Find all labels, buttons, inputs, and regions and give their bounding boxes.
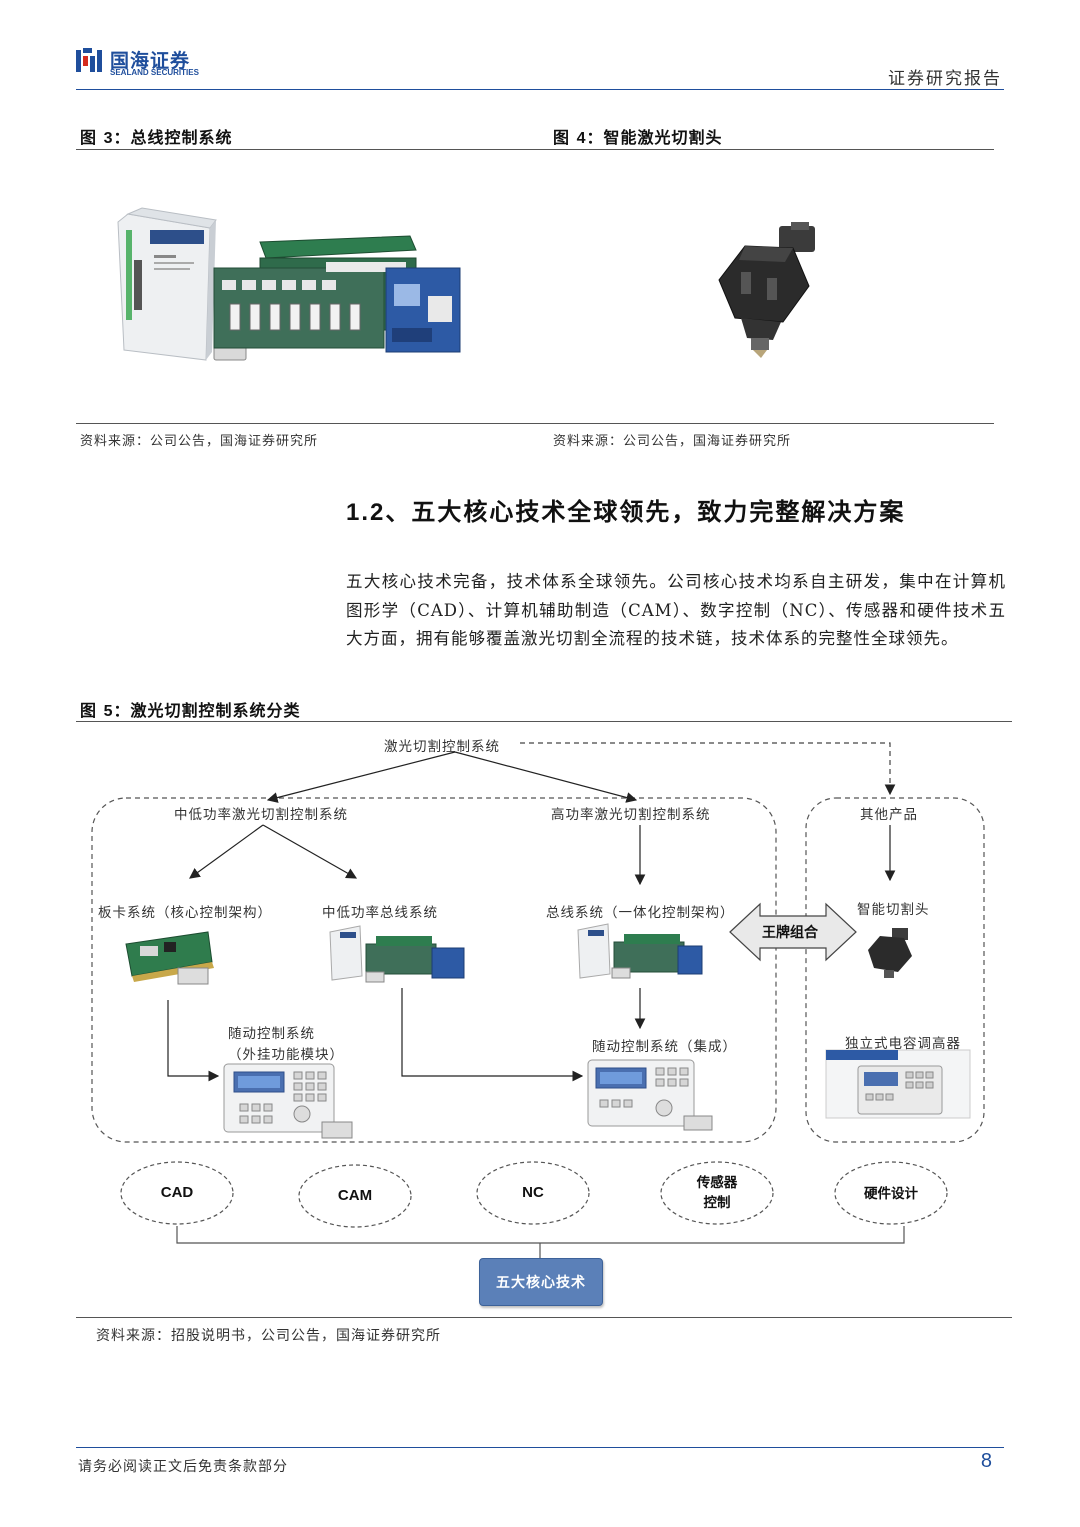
tech-ellipse-cam: [298, 1164, 412, 1228]
footer-disclaimer: 请务必阅读正文后免责条款部分: [78, 1459, 288, 1475]
tech-cam-label: CAM: [337, 1187, 373, 1204]
logo-english-name: SEALAND SECURITIES: [110, 68, 199, 77]
board-system-label: 板卡系统（核心控制架构）: [98, 905, 272, 921]
fig5-source: 资料来源：招股说明书，公司公告，国海证券研究所: [96, 1328, 441, 1344]
document-type: 证券研究报告: [888, 69, 1002, 89]
section-heading: 1.2、五大核心技术全球领先，致力完整解决方案: [346, 497, 906, 526]
fig5-top-rule: [76, 721, 1012, 722]
follow-module-label-2: （外挂功能模块）: [228, 1047, 344, 1063]
capacitive-height-controller-image: [825, 1049, 971, 1119]
tech-cad-label: CAD: [160, 1184, 194, 1201]
fig4-source: 资料来源：公司公告，国海证券研究所: [553, 434, 792, 449]
high-power-label: 高功率激光切割控制系统: [551, 807, 711, 823]
low-high-power-group-box: [91, 797, 777, 1143]
fig5-bottom-rule: [76, 1317, 1012, 1318]
low-mid-bus-image: [329, 925, 465, 983]
capacitive-height-label: 独立式电容调高器: [845, 1036, 961, 1052]
fig5-title: 图 5：激光切割控制系统分类: [80, 701, 301, 720]
low-mid-power-label: 中低功率激光切割控制系统: [174, 807, 348, 823]
ace-combo-double-arrow: [729, 902, 857, 962]
root-label: 激光切割控制系统: [384, 739, 500, 755]
footer-rule: [76, 1447, 1004, 1448]
smart-head-label: 智能切割头: [857, 902, 930, 918]
follow-controller-image: [223, 1063, 353, 1139]
bus-control-system-image: [117, 207, 461, 361]
logo-chinese-name: 国海证券: [110, 50, 191, 72]
fig4-title: 图 4：智能激光切割头: [553, 128, 723, 147]
figures-top-rule: [76, 149, 994, 150]
section-paragraph: 五大核心技术完备，技术体系全球领先。公司核心技术均系自主研发，集中在计算机图形学…: [346, 572, 1006, 648]
page-number: 8: [980, 1450, 992, 1472]
small-cutting-head-image: [868, 928, 912, 978]
other-products-label: 其他产品: [860, 807, 918, 823]
fig3-title: 图 3：总线控制系统: [80, 128, 233, 147]
logo-icon: [76, 48, 102, 72]
board-card-image: [125, 931, 214, 985]
integrated-controller-image: [587, 1059, 713, 1131]
tech-ellipse-hardware: [834, 1161, 948, 1225]
follow-integrated-label: 随动控制系统（集成）: [592, 1039, 737, 1055]
header-rule: [76, 89, 1004, 90]
low-mid-bus-label: 中低功率总线系统: [322, 905, 438, 921]
tech-sensor-label: 传感器控制: [696, 1175, 738, 1211]
tech-nc-label: NC: [522, 1184, 544, 1201]
other-products-group-box: [805, 797, 985, 1143]
ace-combo-label: 王牌组合: [762, 925, 818, 941]
bus-system-label: 总线系统（一体化控制架构）: [546, 905, 735, 921]
tech-ellipse-nc: [476, 1161, 590, 1225]
follow-module-label-1: 随动控制系统: [228, 1026, 315, 1042]
tech-ellipse-sensor: [660, 1161, 774, 1225]
bus-system-image: [577, 923, 703, 979]
core-tech-box: 五大核心技术: [479, 1258, 603, 1306]
tech-hardware-label: 硬件设计: [864, 1186, 918, 1202]
figures-bottom-rule: [76, 423, 994, 424]
fig3-source: 资料来源：公司公告，国海证券研究所: [80, 434, 319, 449]
smart-cutting-head-image: [718, 222, 815, 358]
tech-ellipse-cad: [120, 1161, 234, 1225]
